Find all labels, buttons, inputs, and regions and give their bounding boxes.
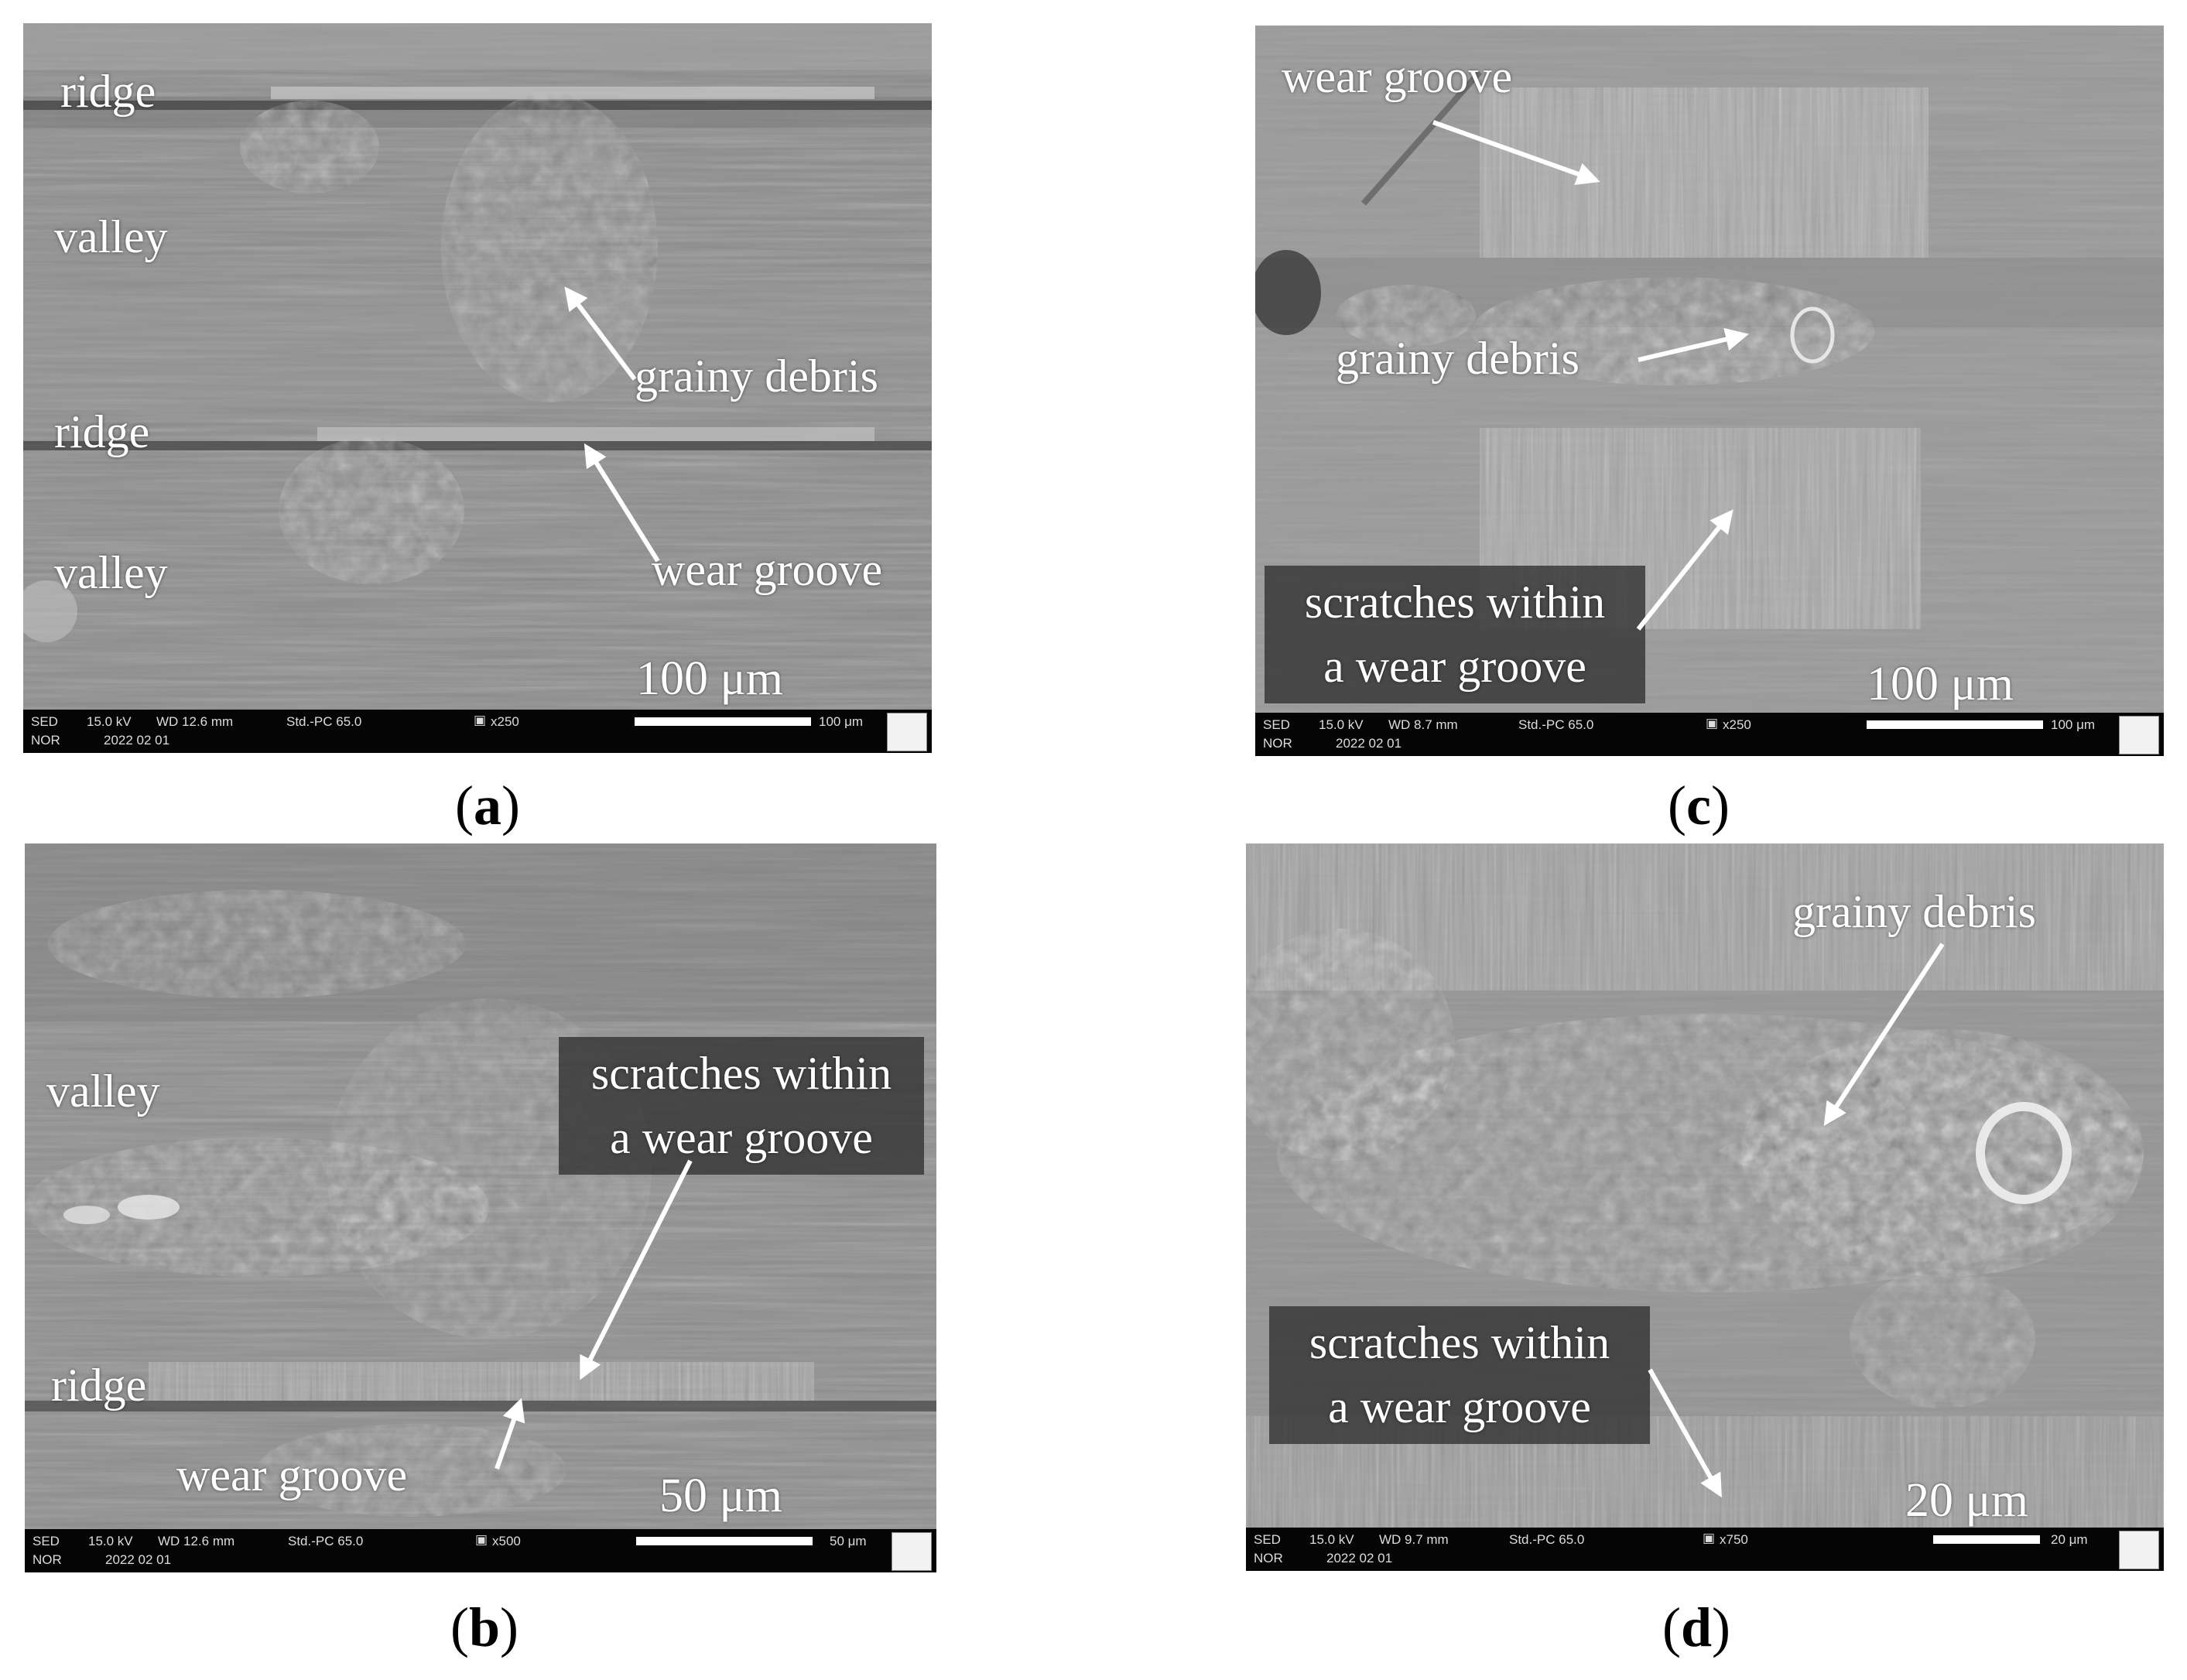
info-scale-bar [1933, 1535, 2040, 1544]
info-wd: WD 12.6 mm [158, 1534, 235, 1548]
sem-image-a [23, 23, 932, 753]
info-std: Std.-PC 65.0 [286, 714, 362, 729]
info-std: Std.-PC 65.0 [1518, 717, 1594, 732]
label-ridge-2: ridge [54, 406, 150, 457]
info-sed: SED [1263, 717, 1290, 732]
label-wear-groove: wear groove [652, 544, 883, 595]
label-wear-groove: wear groove [176, 1449, 408, 1500]
info-wd: WD 9.7 mm [1379, 1532, 1449, 1547]
info-bar-label: 50 μm [830, 1534, 867, 1548]
camera-icon: ▣ [1703, 1531, 1716, 1545]
label-valley-2: valley [54, 547, 168, 598]
logo-icon [2119, 1531, 2159, 1569]
sem-panel-c: wear groove grainy debris scratches with… [1255, 26, 2164, 756]
info-date: 2022 02 01 [1326, 1551, 1393, 1565]
info-bar-label: 100 μm [2051, 717, 2096, 732]
info-mag: x250 [491, 714, 519, 729]
camera-icon: ▣ [1706, 716, 1719, 731]
info-mag: x250 [1723, 717, 1751, 732]
info-std: Std.-PC 65.0 [1509, 1532, 1585, 1547]
sem-info-bar: SED 15.0 kV WD 12.6 mm Std.-PC 65.0 ▣ x5… [25, 1529, 936, 1572]
info-mag: x750 [1720, 1532, 1748, 1547]
label-scratches-within-groove: scratches within a wear groove [1269, 1306, 1650, 1444]
caption-d: (d) [1662, 1596, 1731, 1658]
label-valley-1: valley [54, 211, 168, 262]
label-scratches-line-2: a wear groove [1323, 640, 1586, 692]
scale-label: 50 μm [659, 1470, 782, 1522]
info-mode: NOR [1254, 1551, 1283, 1565]
label-scratches-line-2: a wear groove [1328, 1381, 1591, 1432]
label-wear-groove: wear groove [1282, 51, 1513, 102]
scale-label: 100 μm [636, 652, 783, 705]
camera-icon: ▣ [475, 1532, 488, 1547]
sem-image-b [25, 843, 936, 1572]
label-scratches-within-groove: scratches within a wear groove [1265, 566, 1645, 703]
label-scratches-line-1: scratches within [1309, 1317, 1610, 1368]
label-ridge: ridge [51, 1360, 147, 1411]
info-std: Std.-PC 65.0 [288, 1534, 364, 1548]
info-bar-label: 100 μm [819, 714, 864, 729]
info-date: 2022 02 01 [105, 1552, 172, 1567]
sem-panel-a: ridge valley grainy debris ridge valley … [23, 23, 932, 753]
info-mode: NOR [33, 1552, 62, 1567]
info-scale-bar [1867, 720, 2043, 729]
info-kv: 15.0 kV [1309, 1532, 1354, 1547]
info-wd: WD 12.6 mm [156, 714, 234, 729]
info-date: 2022 02 01 [104, 733, 170, 748]
label-scratches-within-groove: scratches within a wear groove [559, 1037, 924, 1175]
scale-label: 20 μm [1905, 1474, 2028, 1527]
sem-panel-b: valley scratches within a wear groove ri… [25, 843, 936, 1572]
info-mode: NOR [31, 733, 60, 748]
info-bar-label: 20 μm [2051, 1532, 2088, 1547]
info-mag: x500 [492, 1534, 521, 1548]
scale-label: 100 μm [1867, 658, 2014, 710]
sem-info-bar: SED 15.0 kV WD 8.7 mm Std.-PC 65.0 ▣ x25… [1255, 713, 2164, 756]
caption-b: (b) [450, 1596, 519, 1658]
info-kv: 15.0 kV [88, 1534, 133, 1548]
info-kv: 15.0 kV [1319, 717, 1364, 732]
label-valley: valley [46, 1066, 160, 1117]
sem-image-d [1246, 843, 2164, 1571]
info-scale-bar [635, 717, 811, 726]
label-grainy-debris: grainy debris [1336, 333, 1580, 384]
label-scratches-line-2: a wear groove [610, 1111, 873, 1163]
info-wd: WD 8.7 mm [1388, 717, 1458, 732]
info-sed: SED [1254, 1532, 1281, 1547]
info-sed: SED [33, 1534, 60, 1548]
camera-icon: ▣ [474, 713, 487, 727]
label-grainy-debris: grainy debris [1792, 886, 2036, 937]
label-ridge-1: ridge [60, 66, 156, 117]
info-kv: 15.0 kV [87, 714, 132, 729]
sem-info-bar: SED 15.0 kV WD 12.6 mm Std.-PC 65.0 ▣ x2… [23, 710, 932, 753]
info-scale-bar [636, 1537, 813, 1545]
label-scratches-line-1: scratches within [590, 1048, 892, 1099]
caption-c: (c) [1668, 775, 1730, 837]
caption-a: (a) [455, 775, 520, 837]
logo-icon [887, 713, 927, 751]
sem-panel-d: grainy debris scratches within a wear gr… [1246, 843, 2164, 1571]
sem-info-bar: SED 15.0 kV WD 9.7 mm Std.-PC 65.0 ▣ x75… [1246, 1528, 2164, 1571]
label-scratches-line-1: scratches within [1304, 577, 1606, 628]
info-sed: SED [31, 714, 58, 729]
info-mode: NOR [1263, 736, 1292, 751]
info-date: 2022 02 01 [1336, 736, 1402, 751]
label-grainy-debris: grainy debris [635, 351, 878, 402]
logo-icon [892, 1532, 932, 1571]
logo-icon [2119, 716, 2159, 754]
